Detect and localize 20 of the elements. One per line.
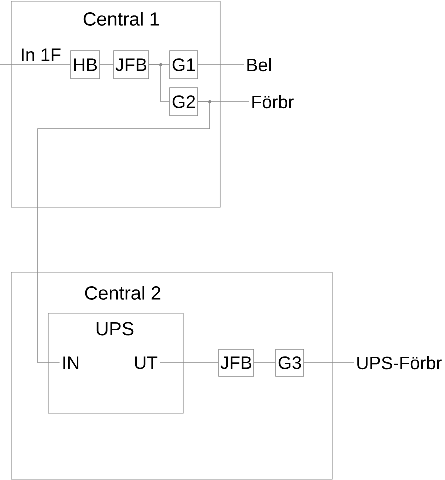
- component-box: HB: [70, 50, 100, 80]
- component-box: JFB: [114, 50, 150, 80]
- component-box: G3: [276, 349, 304, 377]
- component-box: JFB: [218, 349, 254, 377]
- connector-line: [0, 64, 71, 66]
- edge-label: In 1F: [20, 48, 62, 62]
- component-box: G1: [170, 50, 198, 80]
- connector-line: [149, 64, 170, 102]
- component-box: G2: [170, 88, 198, 116]
- output-label: Bel: [248, 58, 271, 72]
- output-label: Förbr: [252, 95, 294, 109]
- port-label: IN: [64, 356, 79, 370]
- output-label: UPS-Förbr: [358, 356, 442, 370]
- connector-line: [100, 64, 114, 66]
- connector-line: [254, 362, 276, 364]
- connector-line: [304, 362, 354, 364]
- connector-line: [198, 64, 244, 66]
- connector-line: [38, 102, 210, 364]
- connector-line: [160, 362, 219, 364]
- port-label: UT: [135, 356, 158, 370]
